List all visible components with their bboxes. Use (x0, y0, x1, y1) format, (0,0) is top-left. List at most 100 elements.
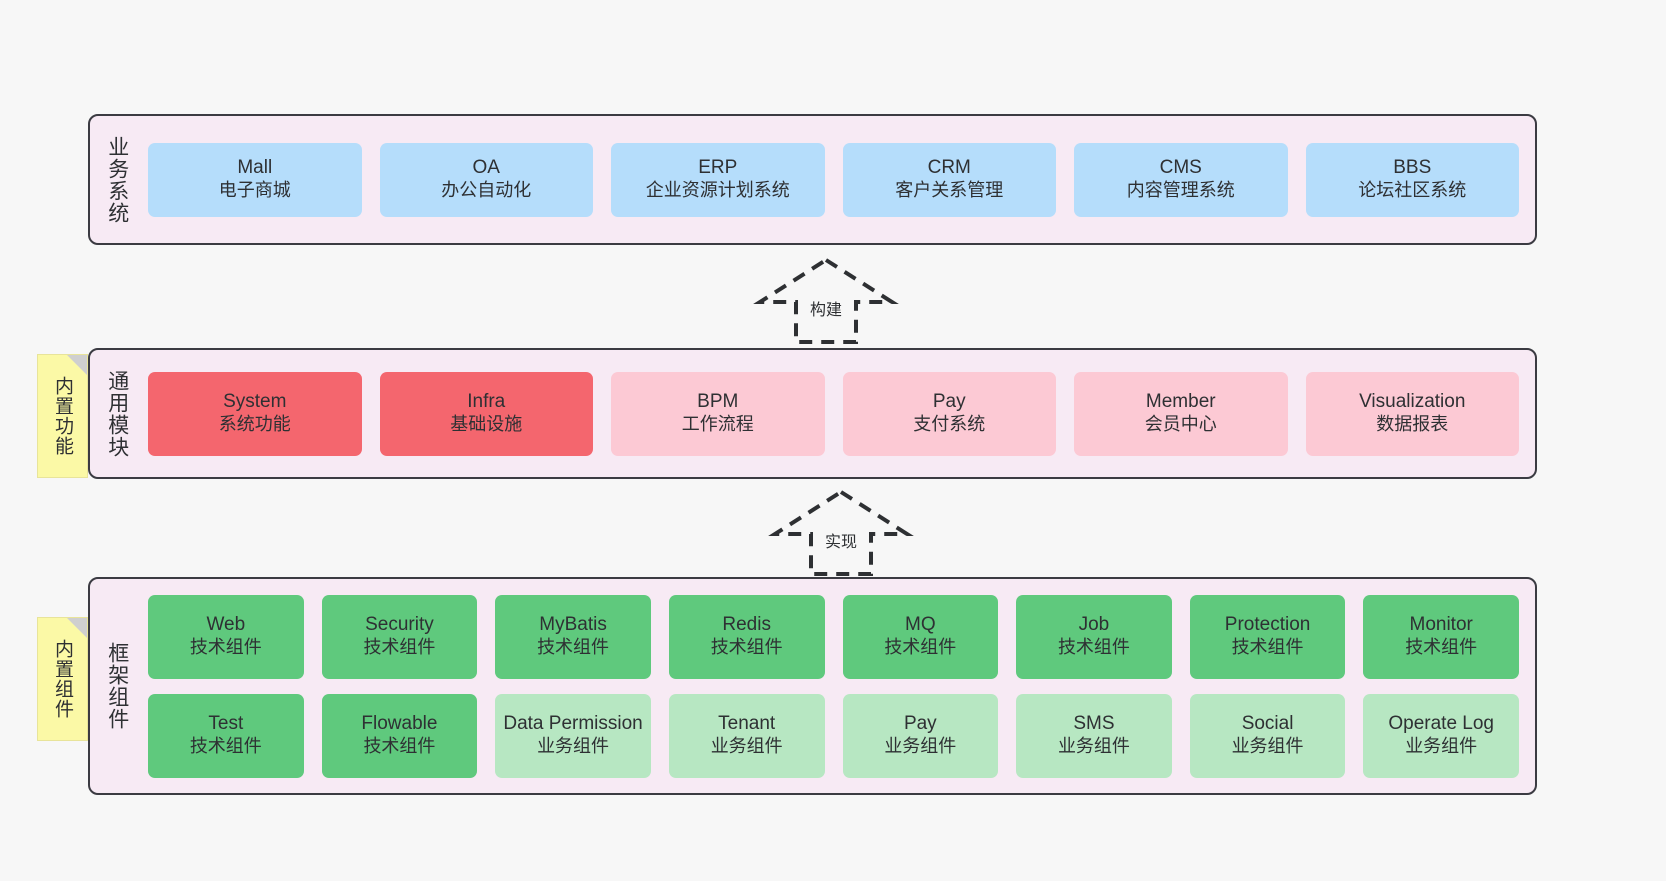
node-label-en: Social (1241, 713, 1294, 735)
node-label-en: Monitor (1409, 614, 1473, 636)
node-label-en: Pay (932, 391, 966, 413)
row: Mall 电子商城 OA 办公自动化 ERP 企业资源计划系统 CRM 客户关系… (148, 142, 1519, 217)
node-bbs[interactable]: BBS 论坛社区系统 (1305, 142, 1519, 217)
node-mall[interactable]: Mall 电子商城 (148, 142, 362, 217)
node-label-en: Operate Log (1388, 713, 1494, 735)
node-mybatis[interactable]: MyBatis 技术组件 (495, 594, 651, 679)
node-job[interactable]: Job 技术组件 (1016, 594, 1172, 679)
node-label-cn: 论坛社区系统 (1358, 180, 1467, 201)
node-system[interactable]: System 系统功能 (148, 371, 362, 456)
node-web[interactable]: Web 技术组件 (148, 594, 304, 679)
section-body-business-system: Mall 电子商城 OA 办公自动化 ERP 企业资源计划系统 CRM 客户关系… (144, 116, 1535, 243)
node-pay-business[interactable]: Pay 业务组件 (842, 693, 999, 778)
node-member[interactable]: Member 会员中心 (1074, 371, 1288, 456)
node-label-cn: 业务组件 (1405, 736, 1478, 757)
note-builtin-component[interactable]: 内置组件 (37, 617, 88, 741)
section-framework-component[interactable]: 框架组件 Web 技术组件 Security 技术组件 MyBatis 技术组件… (88, 577, 1537, 795)
note-label: 内置组件 (52, 639, 73, 719)
node-label-cn: 技术组件 (1057, 637, 1130, 658)
node-visualization[interactable]: Visualization 数据报表 (1305, 371, 1519, 456)
row: Test 技术组件 Flowable 技术组件 Data Permission … (148, 693, 1519, 778)
section-title-business-system: 业务系统 (105, 135, 129, 224)
node-sms[interactable]: SMS 业务组件 (1016, 693, 1172, 778)
node-label-en: CRM (927, 157, 971, 179)
node-label-en: SMS (1073, 713, 1115, 735)
node-bpm[interactable]: BPM 工作流程 (611, 371, 825, 456)
node-label-cn: 工作流程 (681, 414, 754, 435)
node-label-cn: 客户关系管理 (895, 180, 1004, 201)
node-label-cn: 技术组件 (363, 736, 436, 757)
node-operate-log[interactable]: Operate Log 业务组件 (1363, 693, 1519, 778)
node-cms[interactable]: CMS 内容管理系统 (1074, 142, 1288, 217)
generalization-arrow-shape (768, 489, 914, 576)
node-label-cn: 会员中心 (1144, 414, 1217, 435)
note-label: 内置功能 (52, 376, 73, 456)
node-label-en: Test (208, 713, 244, 735)
node-crm[interactable]: CRM 客户关系管理 (842, 142, 1056, 217)
node-pay[interactable]: Pay 支付系统 (842, 371, 1056, 456)
node-label-cn: 数据报表 (1376, 414, 1449, 435)
note-fold-corner-icon (67, 355, 87, 375)
node-test[interactable]: Test 技术组件 (148, 693, 304, 778)
node-erp[interactable]: ERP 企业资源计划系统 (611, 142, 825, 217)
section-business-system[interactable]: 业务系统 Mall 电子商城 OA 办公自动化 ERP 企业资源计划系统 CRM… (88, 114, 1537, 245)
node-label-cn: 办公自动化 (441, 180, 532, 201)
node-oa[interactable]: OA 办公自动化 (379, 142, 593, 217)
node-label-cn: 基础设施 (450, 414, 523, 435)
node-label-cn: 技术组件 (363, 637, 436, 658)
node-label-cn: 系统功能 (218, 414, 291, 435)
node-label-cn: 技术组件 (189, 736, 262, 757)
node-label-cn: 企业资源计划系统 (645, 180, 790, 201)
node-label-cn: 电子商城 (218, 180, 291, 201)
node-security[interactable]: Security 技术组件 (321, 594, 478, 679)
node-social[interactable]: Social 业务组件 (1189, 693, 1346, 778)
node-data-permission[interactable]: Data Permission 业务组件 (495, 693, 651, 778)
row: Web 技术组件 Security 技术组件 MyBatis 技术组件 Redi… (148, 594, 1519, 679)
section-title-framework-component: 框架组件 (105, 642, 129, 730)
node-label-cn: 技术组件 (1231, 637, 1304, 658)
connector-label-build: 构建 (809, 302, 843, 319)
node-label-en: BBS (1393, 157, 1432, 179)
node-flowable[interactable]: Flowable 技术组件 (321, 693, 478, 778)
node-label-cn: 业务组件 (537, 736, 610, 757)
node-label-cn: 业务组件 (884, 736, 957, 757)
node-label-en: Web (206, 614, 246, 636)
node-label-cn: 技术组件 (1405, 637, 1478, 658)
connector-label-implement: 实现 (824, 534, 858, 551)
node-label-en: Protection (1224, 614, 1311, 636)
node-label-en: BPM (697, 391, 739, 413)
node-infra[interactable]: Infra 基础设施 (379, 371, 593, 456)
node-label-en: MyBatis (539, 614, 607, 636)
node-mq[interactable]: MQ 技术组件 (842, 594, 999, 679)
section-body-framework-component: Web 技术组件 Security 技术组件 MyBatis 技术组件 Redi… (144, 579, 1535, 793)
node-tenant[interactable]: Tenant 业务组件 (668, 693, 825, 778)
node-label-en: Infra (467, 391, 506, 413)
row: System 系统功能 Infra 基础设施 BPM 工作流程 Pay 支付系统… (148, 371, 1519, 456)
node-label-en: Mall (237, 157, 273, 179)
node-label-en: MQ (905, 614, 936, 636)
node-label-cn: 技术组件 (189, 637, 262, 658)
node-label-cn: 业务组件 (1057, 736, 1130, 757)
node-label-en: Pay (903, 713, 937, 735)
note-builtin-function[interactable]: 内置功能 (37, 354, 88, 478)
section-body-common-module: System 系统功能 Infra 基础设施 BPM 工作流程 Pay 支付系统… (144, 350, 1535, 477)
node-label-cn: 内容管理系统 (1126, 180, 1235, 201)
node-label-en: Tenant (718, 713, 776, 735)
connector-implement-arrow: 实现 (768, 489, 914, 576)
section-title-common-module: 通用模块 (105, 369, 129, 458)
section-common-module[interactable]: 通用模块 System 系统功能 Infra 基础设施 BPM 工作流程 Pay… (88, 348, 1537, 479)
node-protection[interactable]: Protection 技术组件 (1189, 594, 1346, 679)
node-label-en: System (223, 391, 287, 413)
node-label-en: Member (1145, 391, 1216, 413)
node-label-cn: 支付系统 (913, 414, 986, 435)
node-label-en: Flowable (361, 713, 438, 735)
node-label-en: ERP (698, 157, 738, 179)
node-label-cn: 技术组件 (884, 637, 957, 658)
node-label-cn: 业务组件 (1231, 736, 1304, 757)
node-label-en: CMS (1159, 157, 1202, 179)
node-monitor[interactable]: Monitor 技术组件 (1363, 594, 1519, 679)
node-label-en: OA (472, 157, 500, 179)
node-label-cn: 技术组件 (537, 637, 610, 658)
node-redis[interactable]: Redis 技术组件 (668, 594, 825, 679)
